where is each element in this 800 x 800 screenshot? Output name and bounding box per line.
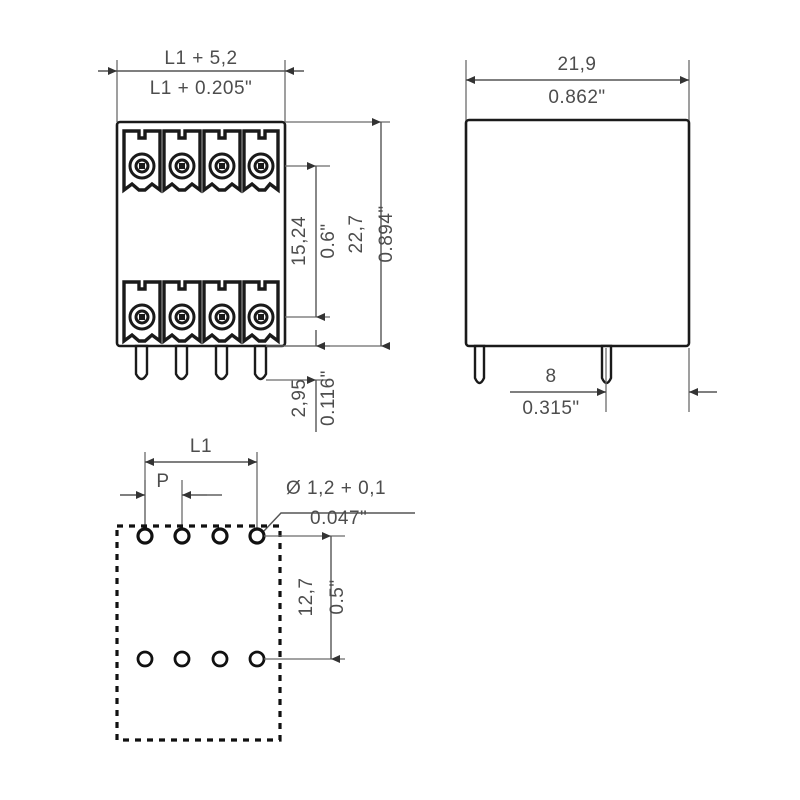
footprint-diameter-mm-label: Ø 1,2 + 0,1 xyxy=(286,478,386,499)
terminal xyxy=(202,280,242,345)
terminal xyxy=(162,129,202,194)
front-width-dimension: L1 + 5,2 L1 + 0.205" xyxy=(98,48,304,122)
hole xyxy=(211,650,229,668)
diameter-leader-line xyxy=(262,512,415,533)
side-pin-in-label: 0.315" xyxy=(522,398,579,419)
side-width-mm-label: 21,9 xyxy=(558,54,597,75)
footprint-view: L1 P Ø 1,2 + 0,1 0.047" xyxy=(115,436,415,742)
front-pins xyxy=(134,344,268,381)
footprint-row-in-label: 0.5" xyxy=(327,579,348,614)
footprint-diameter-in-label: 0.047" xyxy=(310,508,367,529)
hole xyxy=(211,527,229,545)
terminal xyxy=(122,129,162,194)
front-width-arrow-right xyxy=(285,67,294,75)
front-height-dimension: 22,7 0.894" xyxy=(285,118,397,350)
hole xyxy=(136,650,154,668)
front-width-arrow-left xyxy=(108,67,117,75)
side-view: 21,9 0.862" 8 0.315" xyxy=(464,54,717,419)
front-row-spacing-dimension: 15,24 0.6" xyxy=(285,162,339,321)
pin xyxy=(134,344,149,381)
side-pin-mm-label: 8 xyxy=(545,366,556,387)
front-width-mm-label: L1 + 5,2 xyxy=(164,48,237,69)
pin xyxy=(214,344,229,381)
front-terminal-row-lower xyxy=(122,280,280,345)
footprint-hole-row-lower xyxy=(136,650,266,668)
footprint-outline xyxy=(115,524,282,742)
footprint-row-spacing-dimension: 12,7 0.5" xyxy=(264,532,348,663)
pin xyxy=(473,344,486,385)
footprint-diameter-callout: Ø 1,2 + 0,1 0.047" xyxy=(262,478,415,533)
footprint-length-label: L1 xyxy=(190,436,212,457)
front-width-in-label: L1 + 0.205" xyxy=(150,78,253,99)
side-body-outline xyxy=(464,118,691,348)
terminal xyxy=(242,129,280,194)
front-pin-length-dimension: 2,95 0.116" xyxy=(266,330,339,432)
side-pin-offset-dimension: 8 0.315" xyxy=(510,348,717,419)
front-terminal-row-upper xyxy=(122,129,280,194)
footprint-row-mm-label: 12,7 xyxy=(296,578,317,617)
footprint-pitch-label: P xyxy=(156,471,169,492)
hole xyxy=(173,527,191,545)
front-view: L1 + 5,2 L1 + 0.205" xyxy=(98,48,397,432)
front-row-in-label: 0.6" xyxy=(318,223,339,258)
footprint-pitch-dimension: P xyxy=(120,471,222,532)
hole xyxy=(173,650,191,668)
terminal xyxy=(122,280,162,345)
terminal xyxy=(162,280,202,345)
pin xyxy=(174,344,189,381)
front-row-mm-label: 15,24 xyxy=(289,216,310,266)
side-pins xyxy=(473,344,613,385)
side-width-dimension: 21,9 0.862" xyxy=(465,54,690,122)
pin xyxy=(253,344,268,381)
hole xyxy=(248,527,266,545)
front-pin-mm-label: 2,95 xyxy=(289,379,310,418)
front-height-in-label: 0.894" xyxy=(376,205,397,262)
hole xyxy=(248,650,266,668)
hole xyxy=(136,527,154,545)
front-pin-in-label: 0.116" xyxy=(318,370,339,426)
terminal xyxy=(242,280,280,345)
terminal xyxy=(202,129,242,194)
side-width-in-label: 0.862" xyxy=(548,87,605,108)
front-height-mm-label: 22,7 xyxy=(346,215,367,254)
